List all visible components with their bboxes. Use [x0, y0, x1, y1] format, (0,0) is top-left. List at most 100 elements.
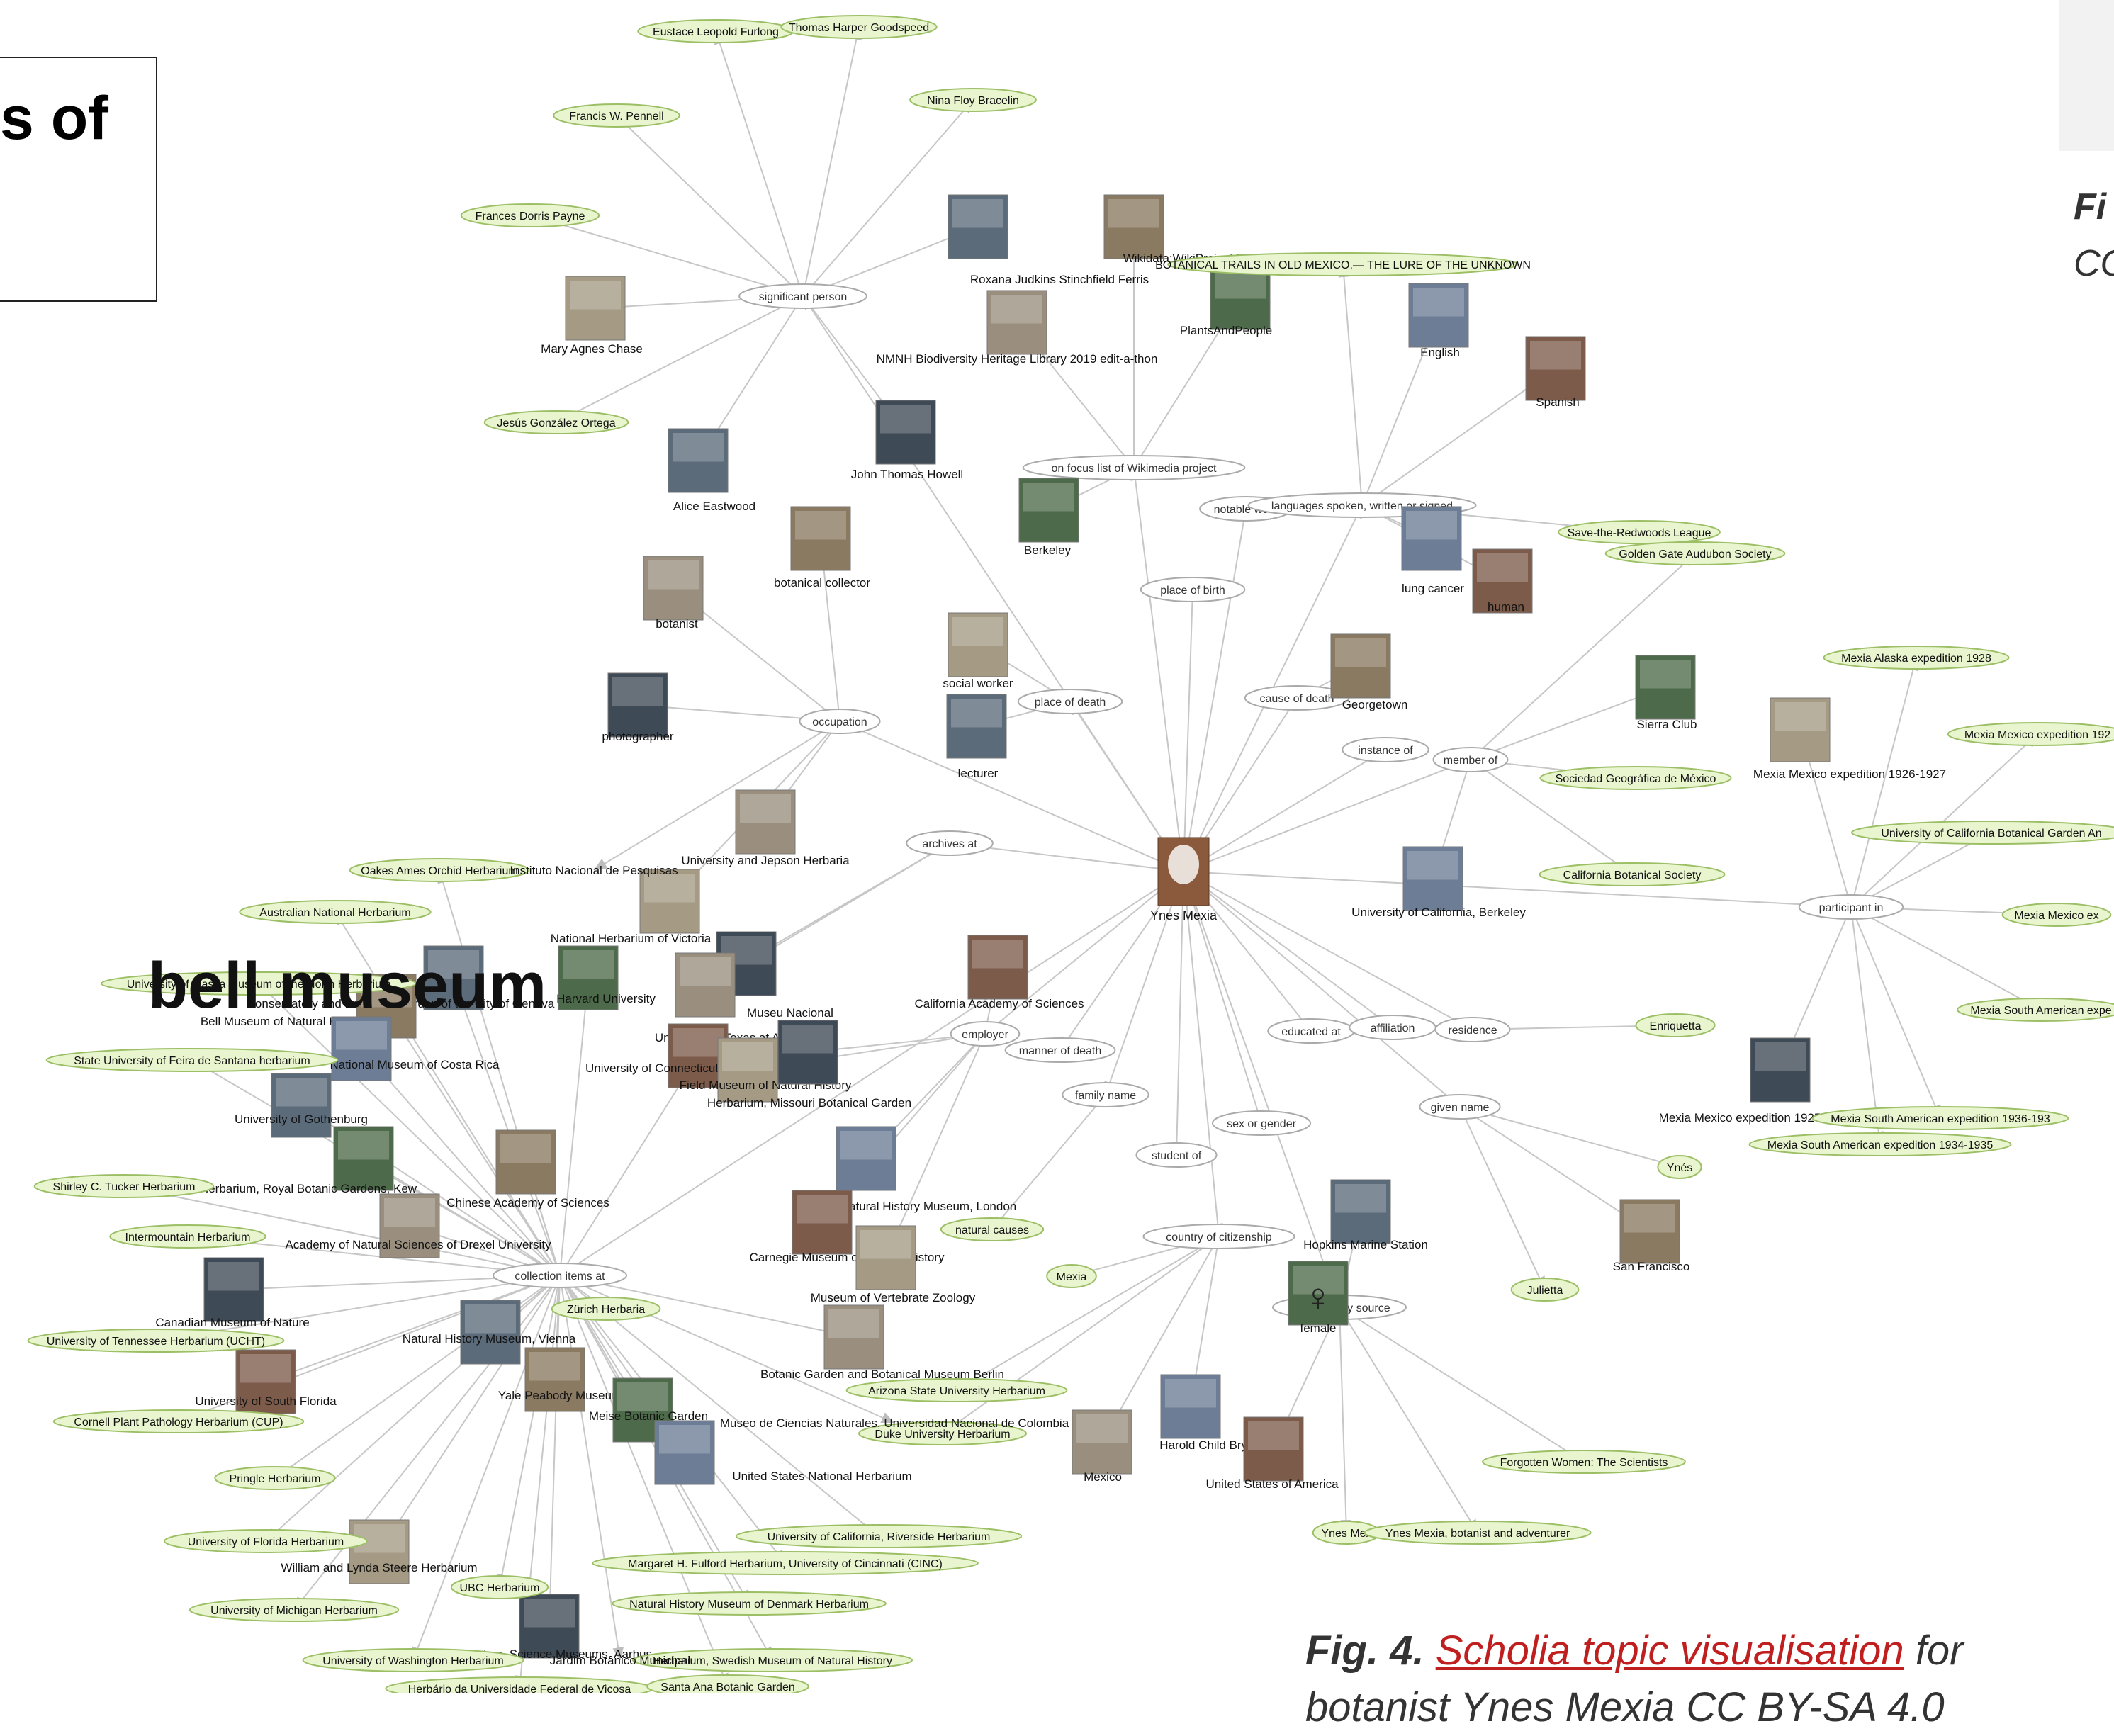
item-node-thomas-harper-goodspeed[interactable] [780, 15, 938, 39]
property-node-sex-or-gender[interactable] [1211, 1110, 1312, 1136]
property-label: manner of death [1019, 1045, 1102, 1057]
item-node-yn-s[interactable] [1657, 1155, 1702, 1179]
graph-edge [556, 295, 804, 423]
item-node-ynes-mexia-botanist-and-adventurer[interactable] [1364, 1521, 1592, 1545]
item-node-mexia-mexico-ex[interactable] [2001, 903, 2112, 927]
property-node-significant-person[interactable] [738, 283, 867, 309]
item-label: Shirley C. Tucker Herbarium [53, 1181, 196, 1193]
item-label: Nina Floy Bracelin [927, 95, 1019, 107]
item-node-mexia-mexico-expedition-192[interactable] [1947, 722, 2114, 746]
item-node-university-of-michigan-herbarium[interactable] [189, 1598, 400, 1622]
item-node-jes-s-gonz-lez-ortega[interactable] [483, 410, 629, 434]
item-node-sociedad-geogr-fica-de-m-xico[interactable] [1539, 766, 1732, 790]
image-node-mary-agnes-chase: Mary Agnes Chase [541, 342, 643, 356]
image-node-social-worker: social worker [943, 677, 1013, 690]
item-node-margaret-h-fulford-herbarium-university-of-cincinnati-cinc[interactable] [592, 1551, 979, 1575]
item-node-santa-ana-botanic-garden[interactable] [646, 1674, 809, 1693]
property-node-instance-of[interactable] [1342, 737, 1429, 762]
property-node-employer[interactable] [950, 1021, 1021, 1047]
item-node-duke-university-herbarium[interactable] [858, 1421, 1027, 1445]
item-label: Jesús González Ortega [497, 417, 615, 429]
item-node-forgotten-women-the-scientists[interactable] [1482, 1450, 1686, 1474]
image-node-california-academy-of-sciences: California Academy of Sciences [914, 997, 1084, 1010]
thumbnail-highlight [680, 957, 731, 986]
item-node-mexia[interactable] [1046, 1264, 1097, 1288]
item-node-nina-floy-bracelin[interactable] [909, 88, 1037, 112]
property-node-country-of-citizenship[interactable] [1142, 1224, 1295, 1249]
property-label: residence [1448, 1025, 1497, 1037]
thumbnail-photographer [607, 672, 668, 738]
graph-edge [984, 871, 1184, 1035]
thumbnail-highlight [991, 295, 1042, 324]
property-node-given-name[interactable] [1419, 1094, 1501, 1120]
item-label: Mexia Alaska expedition 1928 [1841, 653, 1991, 665]
item-node-save-the-redwoods-league[interactable] [1558, 520, 1721, 544]
property-node-place-of-death[interactable] [1017, 689, 1123, 714]
item-node-university-of-tennessee-herbarium-ucht[interactable] [27, 1329, 285, 1353]
item-node-natural-history-museum-of-denmark-herbarium[interactable] [612, 1591, 887, 1616]
image-node-natural-history-museum-london: Natural History Museum, London [840, 1200, 1017, 1213]
property-node-place-of-birth[interactable] [1140, 577, 1246, 602]
thumbnail-highlight [1023, 483, 1074, 512]
property-node-on-focus-list-of-wikimedia-project[interactable] [1022, 455, 1246, 480]
item-node-ubc-herbarium[interactable] [450, 1575, 549, 1599]
thumbnail-field-museum-of-natural-history [717, 1037, 778, 1103]
item-node-university-of-washington-herbarium[interactable] [302, 1648, 524, 1672]
thumbnail-mary-agnes-chase [565, 276, 626, 341]
item-node-herbarium-swedish-museum-of-natural-history[interactable] [631, 1648, 913, 1672]
item-node-oakes-ames-orchid-herbarium[interactable] [349, 858, 530, 882]
property-node-manner-of-death[interactable] [1004, 1037, 1116, 1063]
thumbnail-highlight [1248, 1421, 1299, 1450]
item-node-california-botanical-society[interactable] [1539, 862, 1726, 886]
item-node-julietta[interactable] [1510, 1278, 1580, 1302]
item-node-pringle-herbarium[interactable] [214, 1466, 336, 1490]
thumbnail-highlight [782, 1025, 833, 1054]
item-node-mexia-alaska-expedition-1928[interactable] [1823, 646, 2010, 670]
item-node-mexia-south-american-expedition-1936-193[interactable] [1811, 1106, 2069, 1130]
item-node-frances-dorris-payne[interactable] [460, 203, 600, 227]
graph-edge [593, 721, 840, 871]
thumbnail-conservatory-and-botanical-garden-of-the-city-of-geneva [423, 945, 484, 1010]
image-node-william-and-lynda-steere-herbarium: William and Lynda Steere Herbarium [281, 1561, 477, 1574]
item-node-shirley-c-tucker-herbarium[interactable] [33, 1174, 215, 1198]
graph-edge [258, 983, 561, 1276]
thumbnail-botanical-collector [790, 506, 851, 571]
property-node-family-name[interactable] [1062, 1082, 1149, 1107]
image-node-female: female [1300, 1321, 1336, 1335]
graph-edge [802, 99, 974, 297]
item-node-enriquetta[interactable] [1635, 1013, 1716, 1037]
item-node-natural-causes[interactable] [940, 1217, 1045, 1241]
property-node-collection-items-at[interactable] [492, 1263, 628, 1288]
caption-link[interactable]: Scholia topic visualisation [1435, 1628, 1904, 1674]
item-label: University of Florida Herbarium [188, 1536, 344, 1548]
item-node-cornell-plant-pathology-herbarium-cup[interactable] [52, 1409, 305, 1433]
item-node-state-university-of-feira-de-santana-herbarium[interactable] [45, 1048, 339, 1072]
item-node-botanical-trails-in-old-mexico-the-lure-of-the-unknown[interactable] [1167, 252, 1519, 276]
graph-edge [378, 1275, 561, 1552]
item-node-university-of-california-botanical-garden-an[interactable] [1851, 821, 2114, 845]
item-node-arizona-state-university-herbarium[interactable] [845, 1378, 1068, 1402]
property-node-occupation[interactable] [799, 709, 881, 734]
item-node-australian-national-herbarium[interactable] [239, 900, 432, 924]
item-node-university-of-alaska-museum-of-the-north-herbarium[interactable] [101, 971, 417, 996]
item-node-francis-w-pennell[interactable] [553, 103, 680, 128]
item-node-z-rich-herbaria[interactable] [551, 1297, 661, 1321]
item-node-intermountain-herbarium[interactable] [109, 1224, 266, 1249]
item-node-university-of-florida-herbarium[interactable] [164, 1529, 368, 1553]
item-node-mexia-south-american-expedition-1934-1935[interactable] [1748, 1132, 2012, 1156]
thumbnail-highlight [617, 1382, 668, 1411]
thumbnail-university-and-jepson-herbaria [735, 789, 796, 855]
item-node-golden-gate-audubon-society[interactable] [1604, 541, 1786, 565]
property-label: member of [1444, 755, 1498, 767]
graph-edge [714, 30, 804, 297]
property-node-archives-at[interactable] [906, 830, 994, 856]
image-node-sierra-club: Sierra Club [1636, 718, 1697, 731]
item-node-mexia-south-american-expe[interactable] [1957, 998, 2114, 1022]
graph-edge [559, 977, 593, 1276]
property-node-member-of[interactable] [1432, 747, 1509, 772]
item-node-university-of-california-riverside-herbarium[interactable] [735, 1524, 1023, 1548]
thumbnail-yale-peabody-museum [524, 1347, 585, 1412]
property-node-participant-in[interactable] [1798, 894, 1904, 920]
property-node-student-of[interactable] [1135, 1142, 1218, 1168]
property-node-residence[interactable] [1434, 1017, 1511, 1042]
